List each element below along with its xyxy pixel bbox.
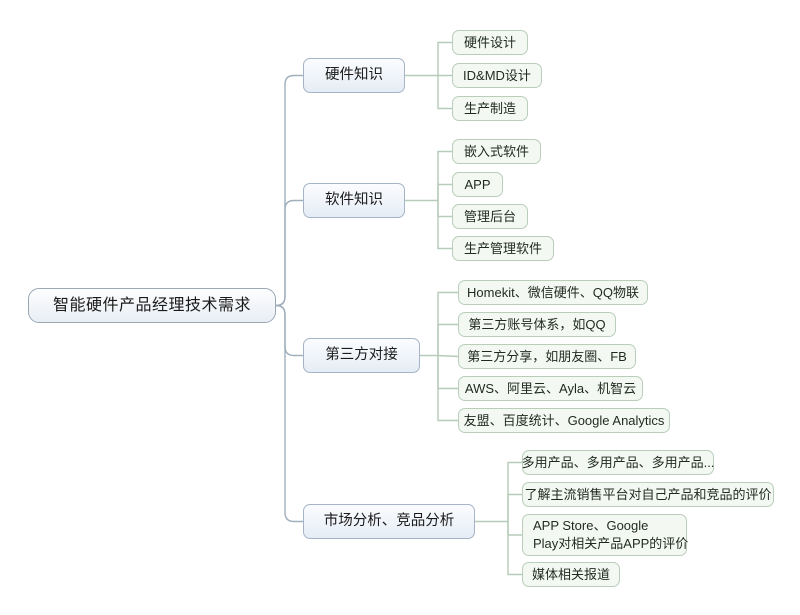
leaf-node-0-0-label: 硬件设计	[463, 34, 516, 50]
connector	[507, 461, 523, 523]
connector	[437, 354, 459, 358]
leaf-node-3-3[interactable]: 媒体相关报道	[522, 562, 620, 587]
leaf-node-3-1-label: 了解主流销售平台对自己产品和竞品的评价	[524, 486, 772, 502]
connector	[437, 323, 459, 357]
leaf-node-3-1[interactable]: 了解主流销售平台对自己产品和竞品的评价	[522, 482, 774, 507]
leaf-node-0-1-label: ID&MD设计	[463, 67, 531, 83]
connector	[507, 493, 523, 523]
root-node-label: 智能硬件产品经理技术需求	[52, 296, 251, 314]
leaf-node-2-1-label: 第三方账号体系，如QQ	[468, 316, 606, 332]
branch-node-2[interactable]: 第三方对接	[303, 338, 420, 373]
leaf-node-1-0-label: 嵌入式软件	[463, 143, 529, 159]
connector	[437, 74, 453, 110]
leaf-node-2-4-label: 友盟、百度统计、Google Analytics	[463, 412, 665, 428]
leaf-node-2-2[interactable]: 第三方分享，如朋友圈、FB	[458, 344, 636, 369]
leaf-node-2-1[interactable]: 第三方账号体系，如QQ	[458, 312, 616, 337]
connector	[437, 199, 453, 218]
leaf-node-0-2[interactable]: 生产制造	[452, 96, 528, 121]
connector	[437, 354, 459, 423]
root-node[interactable]: 智能硬件产品经理技术需求	[28, 288, 276, 323]
leaf-node-1-2[interactable]: 管理后台	[452, 204, 528, 229]
branch-node-0-label: 硬件知识	[325, 66, 383, 83]
leaf-node-2-2-label: 第三方分享，如朋友圈、FB	[467, 348, 627, 364]
leaf-node-0-0[interactable]: 硬件设计	[452, 30, 528, 55]
leaf-node-0-1[interactable]: ID&MD设计	[452, 63, 542, 88]
leaf-node-1-1-label: APP	[464, 176, 491, 192]
leaf-node-1-3-label: 生产管理软件	[463, 240, 542, 256]
leaf-node-3-0-label: 多用产品、多用产品、多用产品...	[521, 454, 715, 470]
connector	[437, 41, 453, 77]
leaf-node-2-3[interactable]: AWS、阿里云、Ayla、机智云	[458, 376, 643, 401]
connector	[437, 183, 453, 202]
connector	[275, 199, 304, 307]
leaf-node-1-1[interactable]: APP	[452, 172, 503, 197]
connector	[437, 291, 459, 357]
branch-node-1-label: 软件知识	[325, 191, 383, 208]
connector	[437, 150, 453, 202]
leaf-node-1-2-label: 管理后台	[463, 208, 516, 224]
connector	[437, 199, 453, 250]
leaf-node-1-0[interactable]: 嵌入式软件	[452, 139, 541, 164]
branch-node-3-label: 市场分析、竞品分析	[323, 512, 455, 529]
leaf-node-2-0-label: Homekit、微信硬件、QQ物联	[467, 284, 639, 300]
leaf-node-2-4[interactable]: 友盟、百度统计、Google Analytics	[458, 408, 670, 433]
leaf-node-2-0[interactable]: Homekit、微信硬件、QQ物联	[458, 280, 648, 305]
leaf-node-3-3-label: 媒体相关报道	[531, 566, 610, 582]
connector	[275, 304, 304, 523]
connector	[275, 74, 304, 307]
connector	[275, 304, 304, 357]
connector	[437, 354, 459, 390]
leaf-node-1-3[interactable]: 生产管理软件	[452, 236, 554, 261]
connector	[507, 520, 523, 576]
branch-node-3[interactable]: 市场分析、竞品分析	[303, 504, 475, 539]
leaf-node-3-2[interactable]: APP Store、Google Play对相关产品APP的评价	[522, 514, 689, 556]
connector	[507, 520, 523, 536]
branch-node-2-label: 第三方对接	[325, 346, 398, 363]
leaf-node-2-3-label: AWS、阿里云、Ayla、机智云	[464, 380, 637, 396]
leaf-node-3-0[interactable]: 多用产品、多用产品、多用产品...	[522, 450, 714, 475]
leaf-node-3-2-label: APP Store、Google Play对相关产品APP的评价	[533, 518, 689, 551]
branch-node-0[interactable]: 硬件知识	[303, 58, 405, 93]
branch-node-1[interactable]: 软件知识	[303, 183, 405, 218]
leaf-node-0-2-label: 生产制造	[463, 100, 516, 116]
